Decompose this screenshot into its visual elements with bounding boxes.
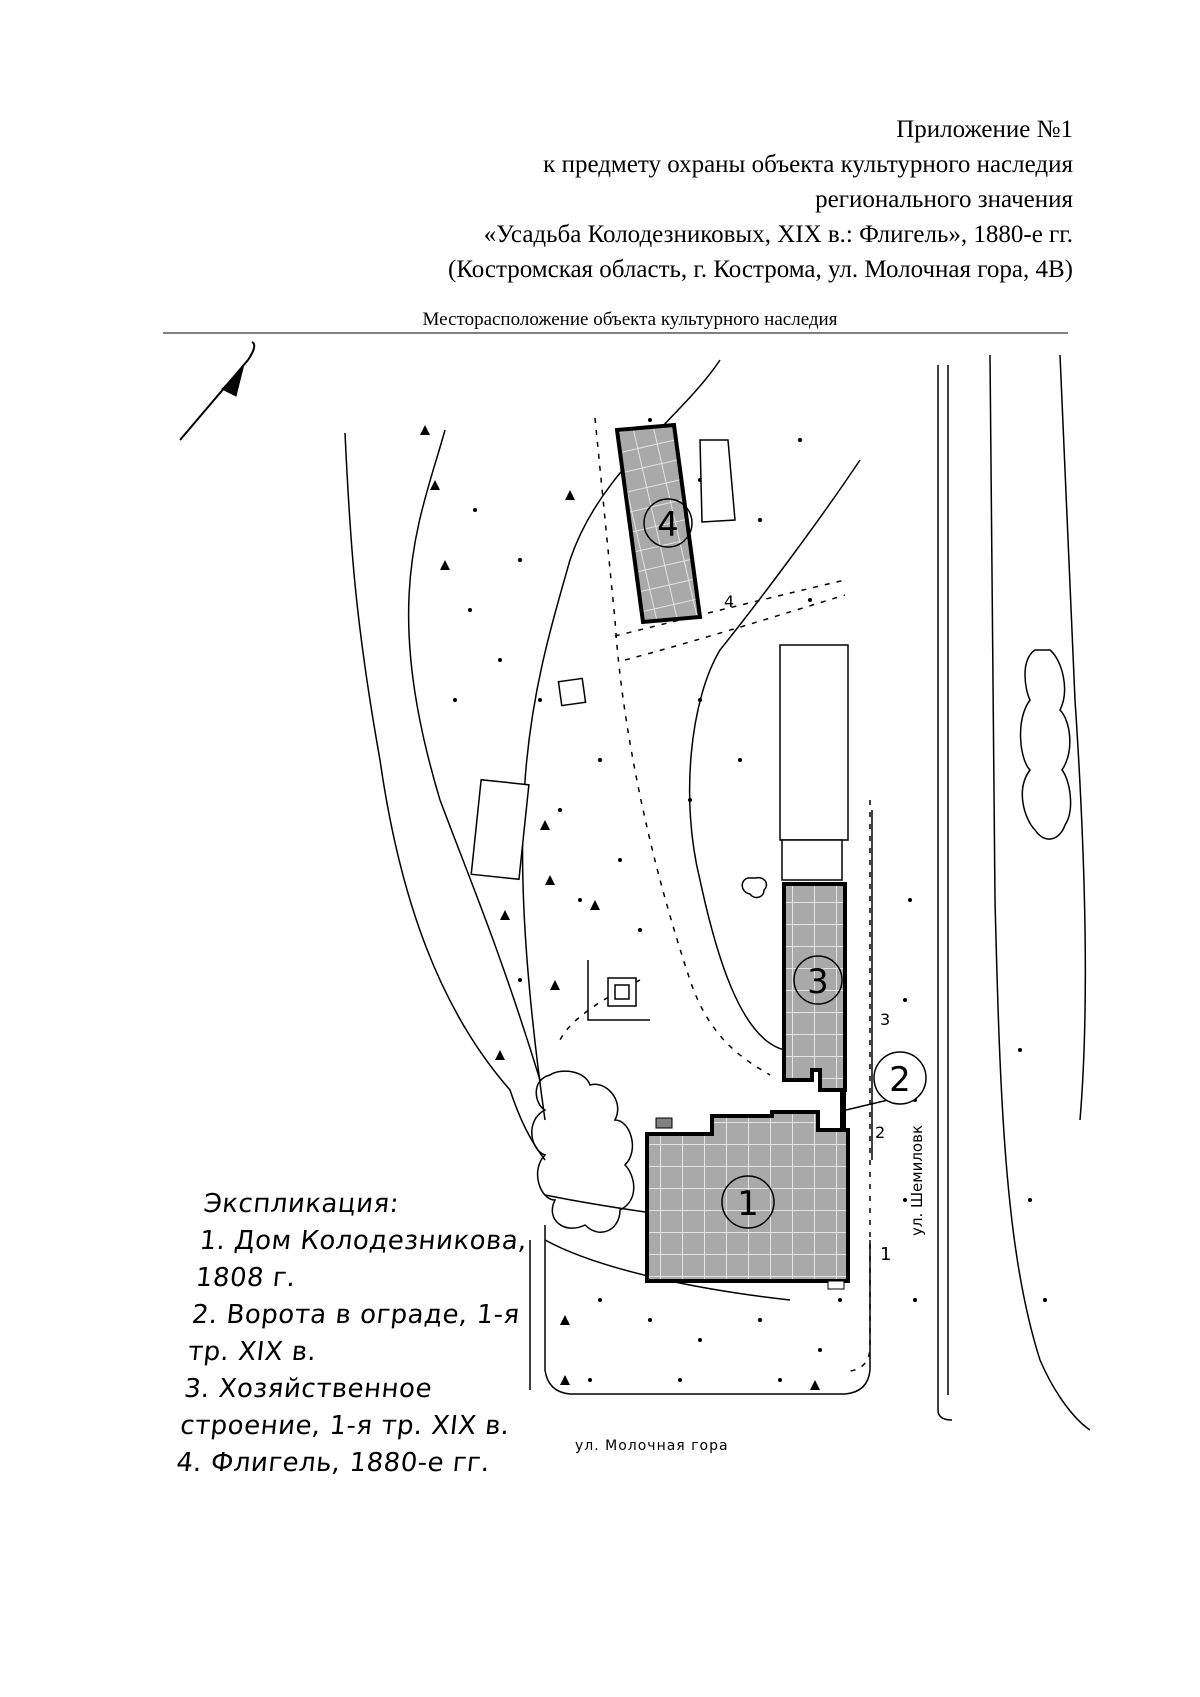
building-3-label: 3 — [807, 962, 829, 1002]
header-line-subject: к предмету охраны объекта культурного на… — [543, 151, 1073, 178]
building-4-label: 4 — [657, 505, 679, 545]
vegetation-dots — [453, 418, 1047, 1382]
legend-line-4: тр. XIX в. — [186, 1337, 319, 1367]
legend-line-1: 1. Дом Колодезникова, — [198, 1226, 529, 1256]
south-boundary — [529, 1225, 871, 1395]
east-roads — [937, 354, 1091, 1431]
building-1-label: 1 — [737, 1184, 759, 1224]
street-small-label: 1 — [880, 1244, 891, 1265]
legend-line-3: 2. Ворота в ограде, 1-я — [190, 1300, 522, 1330]
gate-2: 2 — [840, 1051, 927, 1140]
shrub-clusters — [531, 649, 1072, 1233]
building-1-house: 1 — [645, 1110, 850, 1290]
header-line-significance: регионального значения — [815, 186, 1073, 213]
building-3-outbuilding: 3 — [782, 882, 847, 1092]
header-line-address: (Костромская область, г. Кострома, ул. М… — [448, 256, 1073, 283]
gate-small-label: 2 — [875, 1123, 885, 1142]
map-caption: Месторасположение объекта культурного на… — [422, 309, 838, 330]
header-line-object-name: «Усадьба Колодезниковых, XIX в.: Флигель… — [483, 221, 1073, 248]
street-label-south: ул. Молочная гора — [575, 1438, 729, 1454]
legend-title: Экспликация: — [202, 1189, 401, 1219]
legend-line-6: строение, 1-я тр. XIX в. — [178, 1411, 512, 1441]
building-4-small-label: 4 — [724, 592, 734, 611]
legend-line-2: 1808 г. — [194, 1263, 298, 1293]
legend-line-5: 3. Хозяйственное — [182, 1374, 434, 1404]
minor-structures — [470, 439, 849, 1021]
street-label-east: ул. Шемиловк — [908, 1125, 926, 1236]
legend-explication: Экспликация: 1. Дом Колодезникова, 1808 … — [174, 1186, 535, 1482]
appendix-header: Приложение №1 к предмету охраны объекта … — [448, 112, 1073, 287]
building-4-fligel: 4 — [614, 422, 703, 625]
gate-2-label: 2 — [889, 1060, 911, 1100]
tree-icons — [420, 425, 820, 1390]
building-3-small-label: 3 — [880, 1010, 890, 1029]
header-line-appendix-number: Приложение №1 — [896, 116, 1073, 143]
north-arrow-icon — [179, 341, 256, 441]
legend-line-7: 4. Флигель, 1880-е гг. — [174, 1448, 492, 1478]
